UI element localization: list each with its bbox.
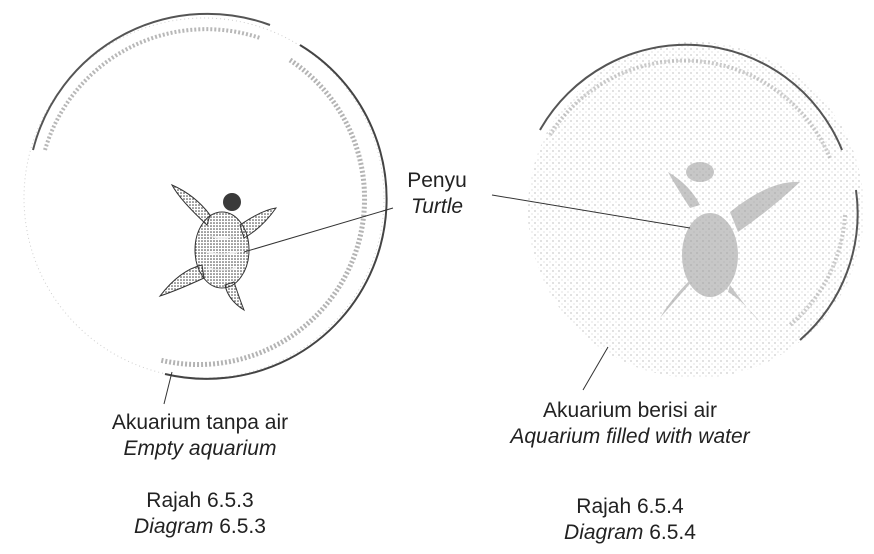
water-aquarium-label-malay: Akuarium berisi air — [470, 398, 790, 424]
right-caption-word: Diagram — [564, 521, 643, 544]
right-caption-number: 6.5.4 — [649, 521, 696, 544]
right-caption: Rajah 6.5.4 Diagram 6.5.4 — [520, 494, 740, 546]
empty-aquarium-label: Akuarium tanpa air Empty aquarium — [70, 410, 330, 462]
water-filled-aquarium — [528, 42, 864, 378]
right-caption-malay: Rajah 6.5.4 — [520, 494, 740, 520]
left-caption: Rajah 6.5.3 Diagram 6.5.3 — [90, 488, 310, 540]
left-caption-number: 6.5.3 — [219, 515, 266, 538]
turtle-label: Penyu Turtle — [385, 168, 489, 220]
aquarium-leader-right — [583, 347, 608, 390]
water-aquarium-label-english: Aquarium filled with water — [470, 424, 790, 450]
turtle-label-english: Turtle — [385, 194, 489, 220]
water-aquarium-label: Akuarium berisi air Aquarium filled with… — [470, 398, 790, 450]
left-caption-english: Diagram 6.5.3 — [90, 514, 310, 540]
right-caption-english: Diagram 6.5.4 — [520, 520, 740, 546]
left-caption-word: Diagram — [134, 515, 213, 538]
turtle-label-malay: Penyu — [385, 168, 489, 194]
empty-aquarium — [24, 14, 387, 379]
aquarium-leader-left — [164, 372, 172, 404]
empty-aquarium-label-english: Empty aquarium — [70, 436, 330, 462]
left-caption-malay: Rajah 6.5.3 — [90, 488, 310, 514]
empty-aquarium-label-malay: Akuarium tanpa air — [70, 410, 330, 436]
